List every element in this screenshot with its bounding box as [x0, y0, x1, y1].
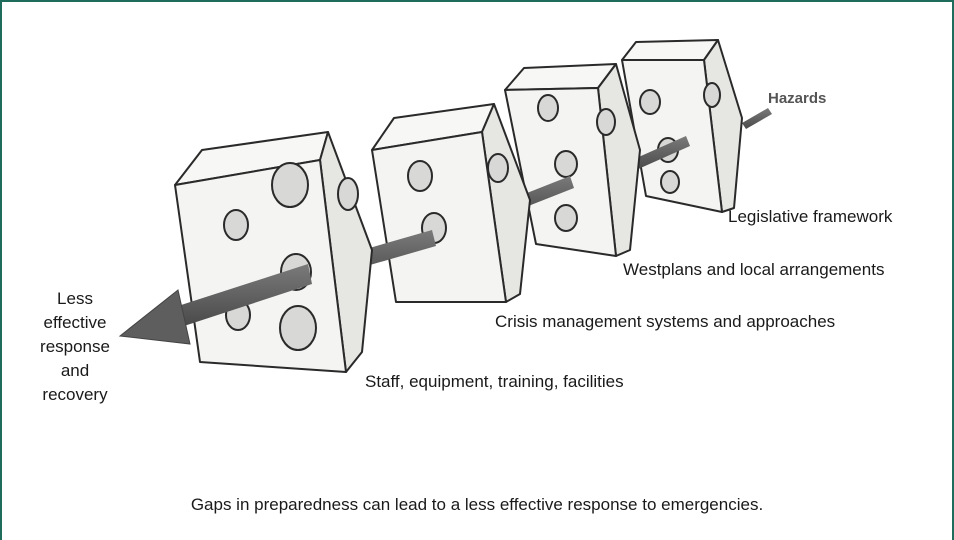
layer-label-legislative: Legislative framework — [728, 207, 893, 226]
outcome-line-4: and — [60, 361, 90, 380]
outcome-arrow-shaft — [178, 264, 312, 326]
layer-label-staff-equipment: Staff, equipment, training, facilities — [365, 372, 624, 391]
cheese-slice-westplans — [504, 63, 641, 257]
diagram-caption: Gaps in preparedness can lead to a less … — [190, 495, 764, 514]
layer-label-crisis-management: Crisis management systems and approaches — [495, 312, 836, 331]
cheese-slice-legislative — [621, 39, 743, 213]
cheese-slice-staff-equipment — [174, 131, 373, 373]
outcome-label: Less effective response and recovery — [20, 287, 130, 407]
outcome-arrowhead — [118, 289, 191, 345]
cheese-slice-crisis-management — [371, 103, 531, 303]
outcome-line-1: Less — [57, 289, 93, 308]
hazard-arrow-shaft-far — [742, 108, 772, 129]
hazards-label: Hazards — [768, 90, 827, 107]
hazard-arrow-shaft-3 — [632, 136, 690, 170]
layer-label-westplans: Westplans and local arrangements — [623, 260, 885, 279]
outcome-line-5: recovery — [42, 385, 108, 404]
outcome-line-2: effective — [43, 313, 107, 332]
outcome-line-3: response — [40, 337, 110, 356]
